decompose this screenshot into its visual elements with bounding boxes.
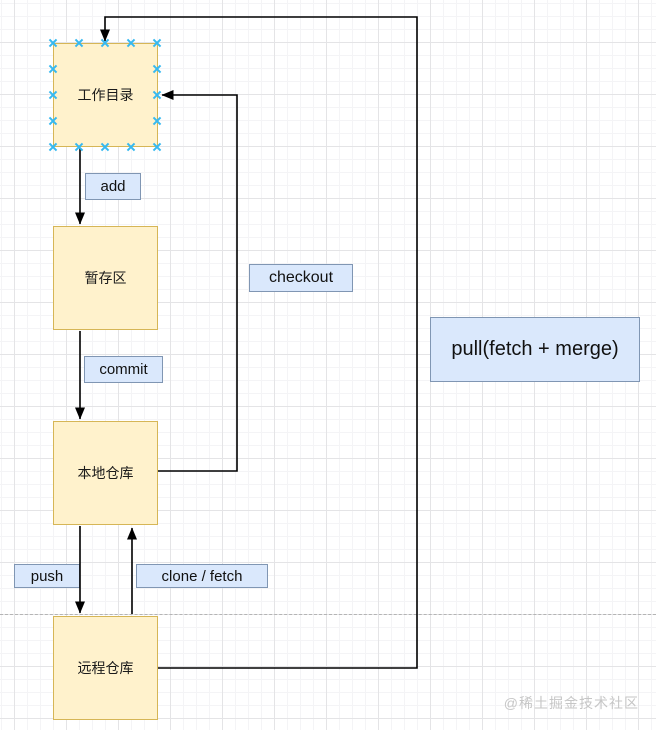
connection-point-icon[interactable] [73, 37, 84, 48]
watermark: @稀土掘金技术社区 [503, 695, 639, 711]
edge-label-add[interactable]: add [85, 173, 141, 200]
page-boundary-line [0, 614, 656, 615]
edge-label-push[interactable]: push [14, 564, 80, 588]
edge-pull[interactable] [100, 16, 418, 669]
connection-point-icon[interactable] [99, 141, 110, 152]
connection-point-icon[interactable] [47, 89, 58, 100]
connection-point-icon[interactable] [151, 141, 162, 152]
connection-point-icon[interactable] [151, 89, 162, 100]
connection-point-icon[interactable] [125, 37, 136, 48]
connection-point-icon[interactable] [151, 63, 162, 74]
edge-label-commit[interactable]: commit [84, 356, 163, 383]
connection-point-icon[interactable] [125, 141, 136, 152]
connection-point-icon[interactable] [151, 37, 162, 48]
connection-point-icon[interactable] [47, 37, 58, 48]
connection-point-icon[interactable] [151, 115, 162, 126]
node-staging-area[interactable]: 暂存区 [53, 226, 158, 330]
connection-point-icon[interactable] [47, 63, 58, 74]
edge-label-clone-fetch[interactable]: clone / fetch [136, 564, 268, 588]
edge-label-pull[interactable]: pull(fetch + merge) [430, 317, 640, 382]
connection-point-icon[interactable] [99, 37, 110, 48]
node-local-repository[interactable]: 本地仓库 [53, 421, 158, 525]
connection-point-icon[interactable] [47, 141, 58, 152]
edge-checkout[interactable] [158, 90, 238, 472]
node-working-directory[interactable]: 工作目录 [53, 43, 158, 147]
connection-point-icon[interactable] [47, 115, 58, 126]
edge-label-checkout[interactable]: checkout [249, 264, 353, 292]
node-remote-repository[interactable]: 远程仓库 [53, 616, 158, 720]
connection-point-icon[interactable] [73, 141, 84, 152]
